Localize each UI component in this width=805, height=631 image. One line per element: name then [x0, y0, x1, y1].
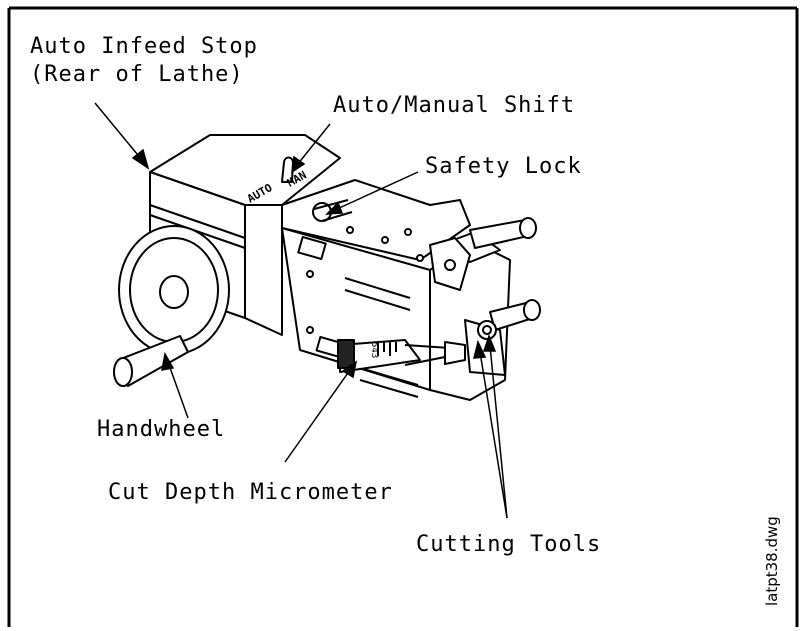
- micrometer-scale: 543: [369, 342, 379, 358]
- label-cutting-tools: Cutting Tools: [416, 532, 601, 557]
- label-safety-lock: Safety Lock: [425, 154, 582, 179]
- diagram-border: [7, 6, 799, 627]
- label-auto-infeed-line2: (Rear of Lathe): [30, 62, 244, 87]
- lathe-body: [113, 134, 541, 401]
- label-handwheel: Handwheel: [97, 417, 225, 442]
- drawing-filename: latpt38.dwg: [763, 516, 781, 606]
- label-auto-infeed-line1: Auto Infeed Stop: [30, 34, 258, 59]
- label-cut-depth-micrometer: Cut Depth Micrometer: [108, 480, 393, 505]
- label-auto-manual-shift: Auto/Manual Shift: [333, 93, 575, 118]
- leader-lines: [94, 102, 508, 519]
